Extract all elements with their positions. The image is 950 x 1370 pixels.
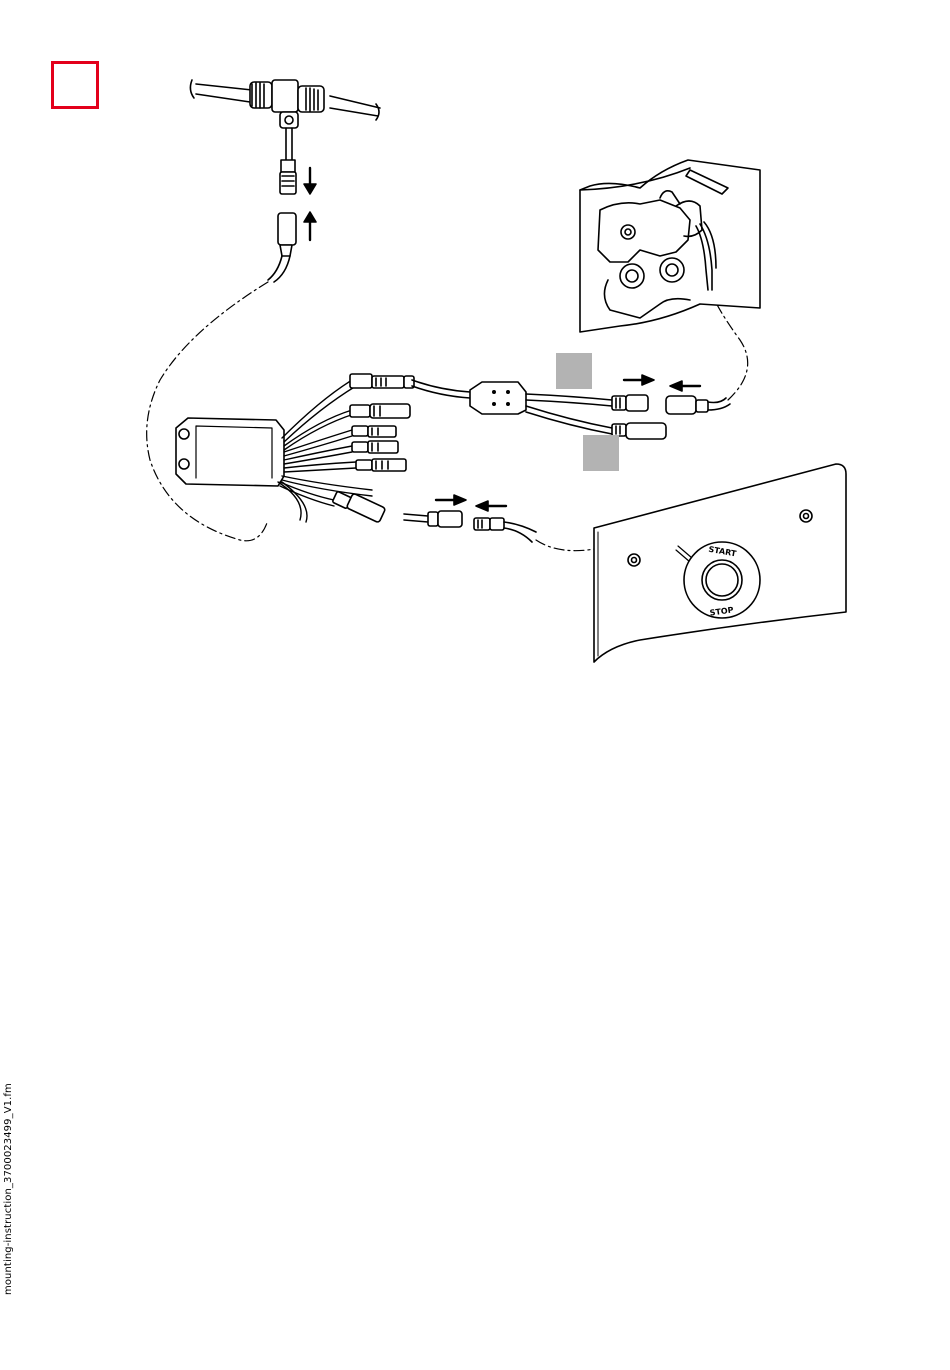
arrow-right-icon-lower	[436, 495, 466, 505]
controller-connectors	[332, 374, 414, 523]
wiring-illustration: START STOP	[0, 0, 950, 700]
mating-connector-top	[268, 213, 296, 282]
control-box	[176, 418, 284, 486]
lower-connectors	[404, 511, 536, 542]
start-stop-panel	[594, 464, 846, 662]
arrow-down-icon	[304, 168, 316, 194]
callout-marker-lower	[583, 435, 619, 471]
arrow-right-icon	[624, 375, 654, 385]
valve-housing	[580, 160, 760, 332]
mating-connector-upper	[666, 396, 730, 414]
y-splitter	[470, 382, 612, 434]
arrow-left-icon-lower	[476, 501, 506, 511]
splitter-connectors	[612, 395, 666, 439]
arrow-up-icon	[304, 212, 316, 240]
file-name-label: mounting-instruction_3700023499_V1.fm	[3, 1083, 14, 1295]
arrow-left-icon	[670, 381, 700, 391]
t-connector-pipe	[190, 80, 380, 194]
dashed-cable-top	[147, 282, 268, 541]
callout-marker-upper	[556, 353, 592, 389]
